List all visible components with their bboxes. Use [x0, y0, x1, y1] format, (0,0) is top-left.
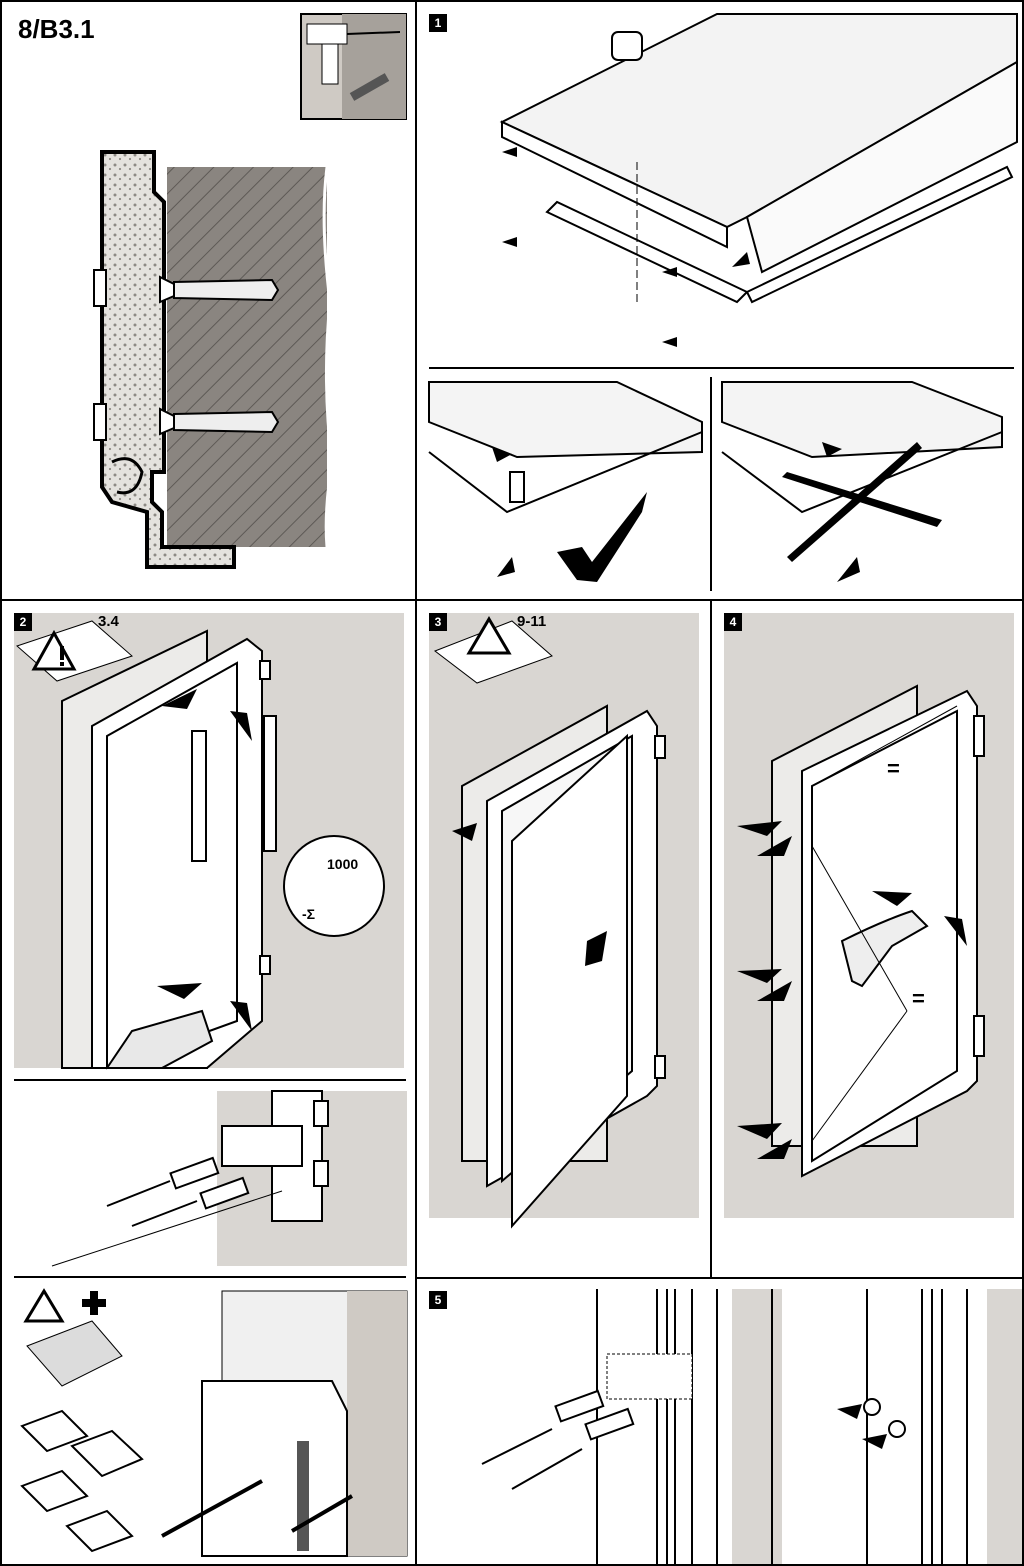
- step-2-illustration: 1000 -Σ: [14, 613, 408, 1557]
- level-symbol-label: -Σ: [302, 906, 315, 922]
- panel-wall-section: 8/B3.1: [0, 0, 417, 601]
- divider: [14, 1079, 406, 1081]
- warning-reference: 9-11: [517, 613, 547, 630]
- panel-step-5: 5: [415, 1277, 1024, 1566]
- divider: [429, 367, 1014, 369]
- panel-step-3: 3 9-11: [415, 599, 712, 1279]
- equal-mark: =: [887, 756, 900, 781]
- divider: [710, 377, 712, 591]
- level-mark-label: 1000: [327, 856, 358, 872]
- step-badge-1: 1: [429, 14, 447, 32]
- warning-reference: 3.4: [98, 613, 119, 630]
- divider: [14, 1276, 406, 1278]
- panel-step-1: 1: [415, 0, 1024, 601]
- warning-icon: [23, 1288, 65, 1323]
- panel-step-2: 2 3.4 1000 -Σ: [0, 599, 417, 1566]
- step-5-illustration: [481, 1289, 1022, 1564]
- step-3-illustration: [429, 613, 699, 1229]
- step-4-illustration: = =: [724, 613, 1014, 1218]
- step-badge-4: 4: [724, 613, 742, 631]
- step-badge-2: 2: [14, 613, 32, 631]
- equal-mark: =: [912, 986, 925, 1011]
- page-title: 8/B3.1: [18, 14, 95, 44]
- wall-section-illustration: [93, 13, 407, 569]
- frame-assembly-illustration: [428, 13, 1018, 582]
- panel-step-4: 4 = =: [710, 599, 1024, 1279]
- step-badge-3: 3: [429, 613, 447, 631]
- step-badge-5: 5: [429, 1291, 447, 1309]
- warning-icon: [466, 616, 512, 655]
